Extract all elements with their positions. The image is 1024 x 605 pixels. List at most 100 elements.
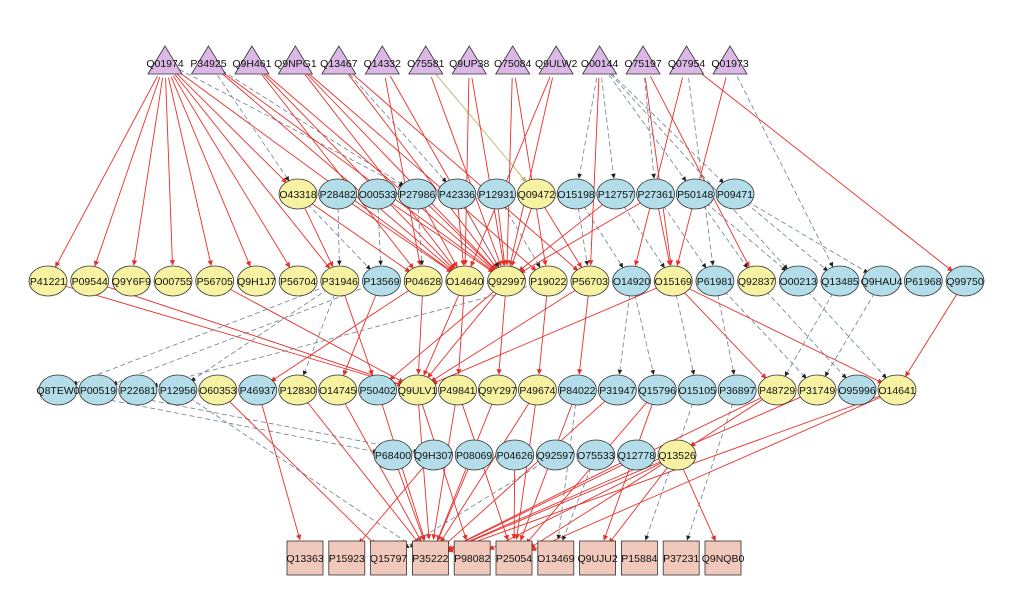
node-p46937[interactable]: P46937 [238, 374, 278, 406]
node-o75581[interactable]: O75581 [407, 45, 445, 75]
node-o15198[interactable]: O15198 [556, 178, 596, 210]
node-label: P35222 [412, 553, 448, 565]
node-p61968[interactable]: P61968 [903, 265, 943, 297]
node-q13526[interactable]: Q13526 [657, 439, 697, 471]
node-p50402[interactable]: P50402 [358, 374, 398, 406]
node-q9hau4[interactable]: Q9HAU4 [861, 265, 903, 297]
node-label: P28482 [320, 189, 356, 201]
node-q9ulv1[interactable]: Q9ULV1 [398, 374, 438, 406]
ellipse-shape [597, 374, 637, 406]
node-q13363[interactable]: Q13363 [286, 540, 324, 576]
node-p68400[interactable]: P68400 [373, 439, 413, 471]
edge-o14640-to-q9ulv1 [423, 293, 460, 376]
node-o75084[interactable]: O75084 [494, 45, 532, 75]
node-q12778[interactable]: Q12778 [617, 439, 656, 471]
node-q92837[interactable]: Q92837 [737, 265, 776, 297]
node-q9h1j7[interactable]: Q9H1J7 [237, 265, 276, 297]
edge-o15169-to-o14641 [685, 286, 884, 384]
node-p09471[interactable]: P09471 [715, 178, 755, 210]
edge-p12757-to-o15169 [623, 205, 665, 269]
node-p31947[interactable]: P31947 [597, 374, 637, 406]
node-o00755[interactable]: O00755 [153, 265, 193, 297]
node-p98082[interactable]: P98082 [453, 540, 491, 576]
node-q9npg1[interactable]: Q9NPG1 [274, 45, 317, 75]
node-o60353[interactable]: O60353 [198, 374, 238, 406]
node-p22681[interactable]: P22681 [118, 374, 158, 406]
node-q07954[interactable]: Q07954 [668, 45, 706, 75]
node-o14920[interactable]: O14920 [612, 265, 651, 297]
node-o75197[interactable]: O75197 [624, 45, 662, 75]
node-p36897[interactable]: P36897 [717, 374, 757, 406]
node-o95996[interactable]: O95996 [837, 374, 877, 406]
node-p50148[interactable]: P50148 [675, 178, 715, 210]
node-p49841[interactable]: P49841 [438, 374, 477, 406]
node-p56705[interactable]: P56705 [195, 265, 235, 297]
node-p56704[interactable]: P56704 [278, 265, 318, 297]
node-o00213[interactable]: O00213 [778, 265, 818, 297]
node-p49674[interactable]: P49674 [518, 374, 557, 406]
ellipse-shape [556, 178, 596, 210]
node-p28482[interactable]: P28482 [318, 178, 358, 210]
node-q13485[interactable]: Q13485 [820, 265, 860, 297]
node-p56703[interactable]: P56703 [570, 265, 610, 297]
node-q9y297[interactable]: Q9Y297 [478, 374, 517, 406]
node-o00144[interactable]: O00144 [581, 45, 619, 75]
node-o00533[interactable]: O00533 [358, 178, 397, 210]
node-q9h307[interactable]: Q9H307 [414, 439, 453, 471]
node-q92597[interactable]: Q92597 [535, 439, 575, 471]
node-o14745[interactable]: O14745 [318, 374, 358, 406]
node-o15105[interactable]: O15105 [677, 374, 717, 406]
node-p42336[interactable]: P42336 [437, 178, 477, 210]
node-p19022[interactable]: P19022 [528, 265, 568, 297]
node-p31946[interactable]: P31946 [320, 265, 360, 297]
node-p12757[interactable]: P12757 [596, 178, 636, 210]
node-o43318[interactable]: O43318 [278, 178, 318, 210]
node-p09544[interactable]: P09544 [70, 265, 110, 297]
node-q01973[interactable]: Q01973 [711, 45, 749, 75]
node-p04628[interactable]: P04628 [403, 265, 443, 297]
node-q09472[interactable]: Q09472 [516, 178, 556, 210]
node-o15169[interactable]: O15169 [653, 265, 693, 297]
node-p00519[interactable]: P00519 [78, 374, 118, 406]
node-p15884[interactable]: P15884 [621, 540, 658, 576]
node-q99750[interactable]: Q99750 [945, 265, 985, 297]
node-q15797[interactable]: Q15797 [370, 540, 408, 576]
node-p08069[interactable]: P08069 [454, 439, 494, 471]
node-q9ulw2[interactable]: Q9ULW2 [535, 45, 578, 75]
node-q01974[interactable]: Q01974 [146, 45, 184, 75]
node-q14332[interactable]: Q14332 [364, 45, 402, 75]
node-q92997[interactable]: Q92997 [487, 265, 526, 297]
node-p12956[interactable]: P12956 [158, 374, 198, 406]
node-p84022[interactable]: P84022 [557, 374, 597, 406]
node-p31749[interactable]: P31749 [797, 374, 837, 406]
square-shape [411, 540, 449, 576]
node-q13467[interactable]: Q13467 [320, 45, 358, 75]
node-q9h461[interactable]: Q9H461 [232, 45, 272, 75]
node-p34925[interactable]: P34925 [190, 45, 227, 75]
node-p13569[interactable]: P13569 [362, 265, 401, 297]
node-q15796[interactable]: Q15796 [637, 374, 677, 406]
node-p12931[interactable]: P12931 [477, 178, 517, 210]
node-p41221[interactable]: P41221 [28, 265, 68, 297]
node-p37231[interactable]: P37231 [662, 540, 700, 576]
node-q9y6f9[interactable]: Q9Y6F9 [112, 265, 151, 297]
node-p25054[interactable]: P25054 [495, 540, 533, 576]
node-p27361[interactable]: P27361 [636, 178, 675, 210]
node-p35222[interactable]: P35222 [411, 540, 449, 576]
node-p27986[interactable]: P27986 [397, 178, 437, 210]
edge-q07954-to-o14920 [633, 77, 684, 267]
node-o14641[interactable]: O14641 [877, 374, 917, 406]
node-q9up38[interactable]: Q9UP38 [449, 45, 490, 75]
node-p61981[interactable]: P61981 [695, 265, 735, 297]
node-o13469[interactable]: O13469 [537, 540, 575, 576]
node-q9nqb0[interactable]: Q9NQB0 [702, 540, 745, 576]
node-p04626[interactable]: P04626 [495, 439, 535, 471]
edge-q9h461-to-o14640 [262, 73, 455, 270]
node-p48729[interactable]: P48729 [757, 374, 797, 406]
node-o75533[interactable]: O75533 [576, 439, 616, 471]
node-p15923[interactable]: P15923 [328, 540, 366, 576]
node-p12830[interactable]: P12830 [278, 374, 318, 406]
node-q9uju2[interactable]: Q9UJU2 [577, 540, 618, 576]
node-q8tew0[interactable]: Q8TEW0 [36, 374, 80, 406]
node-o14640[interactable]: O14640 [445, 265, 485, 297]
